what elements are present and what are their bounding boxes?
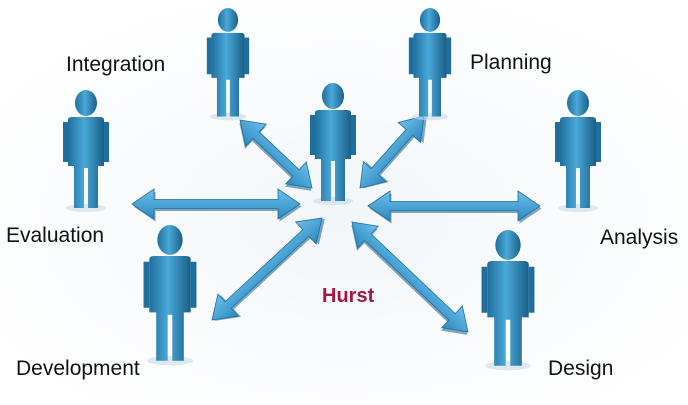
node-label-evaluation: Evaluation: [6, 224, 105, 247]
person-figure-integration: [206, 8, 250, 121]
person-figure-planning: [408, 8, 452, 121]
person-figure-center: [310, 83, 356, 205]
node-label-design: Design: [548, 357, 614, 380]
person-figure-analysis: [555, 90, 601, 212]
arrow-design: [351, 221, 469, 335]
person-figure-design: [481, 230, 535, 371]
figures-layer: [63, 8, 601, 371]
center-label-hurst: Hurst: [322, 285, 375, 307]
node-label-integration: Integration: [66, 53, 166, 76]
node-label-development: Development: [16, 357, 140, 380]
arrow-evaluation: [131, 188, 302, 222]
person-figure-evaluation: [63, 90, 109, 212]
node-label-planning: Planning: [470, 51, 552, 74]
arrows-layer: [131, 115, 542, 335]
person-figure-development: [143, 225, 197, 366]
arrow-development: [211, 217, 325, 321]
node-label-analysis: Analysis: [600, 226, 679, 249]
arrow-integration: [239, 119, 313, 191]
arrow-analysis: [367, 190, 542, 224]
